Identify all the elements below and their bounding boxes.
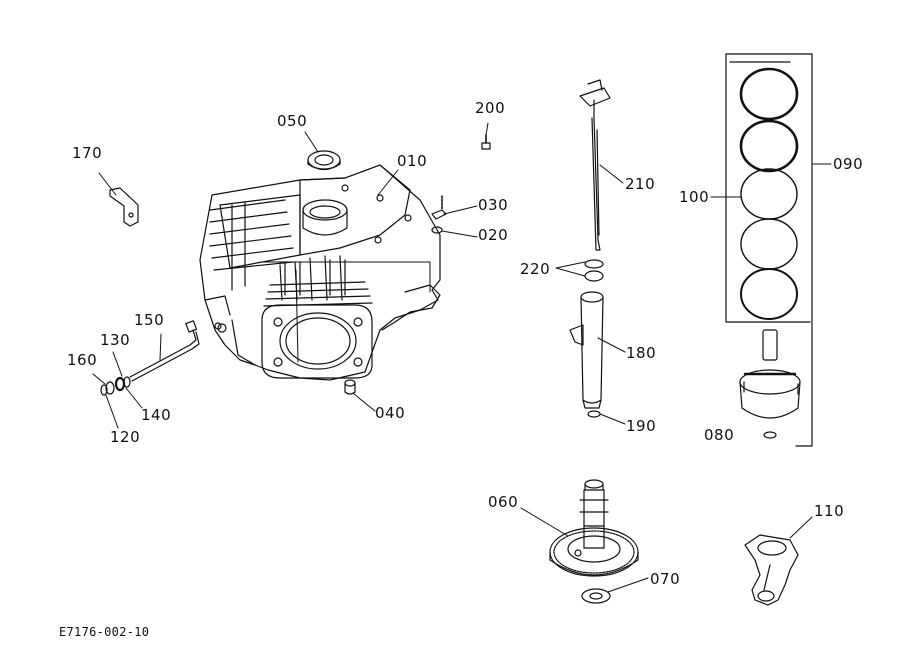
camshaft-gear-part-060 <box>549 479 639 577</box>
drawing-code: E7176-002-10 <box>59 625 150 639</box>
washer-part-020 <box>431 226 443 234</box>
label-090: 090 <box>833 155 864 173</box>
crankcase-part-010 <box>199 164 441 381</box>
screw-part-030 <box>431 195 447 220</box>
label-140: 140 <box>141 406 172 424</box>
bolt-part-120 <box>100 384 108 396</box>
label-110: 110 <box>814 502 845 520</box>
piston-ring-set-part-090 <box>725 53 813 447</box>
label-150: 150 <box>134 311 165 329</box>
label-120: 120 <box>110 428 141 446</box>
label-160: 160 <box>67 351 98 369</box>
bolt-part-200 <box>481 134 491 150</box>
label-210: 210 <box>625 175 656 193</box>
piston-part-080 <box>739 329 801 439</box>
o-ring-part-190 <box>587 410 601 418</box>
label-100: 100 <box>679 188 710 206</box>
label-220: 220 <box>520 260 551 278</box>
oil-seal-part-050 <box>307 150 341 171</box>
label-060: 060 <box>488 493 519 511</box>
ring-part-140 <box>114 376 126 392</box>
label-130: 130 <box>100 331 131 349</box>
label-010: 010 <box>397 152 428 170</box>
piston-rings-part-100 <box>739 67 799 320</box>
o-rings-part-220 <box>584 259 604 282</box>
bracket-part-170 <box>109 187 139 227</box>
guide-tube-part-180 <box>569 291 604 409</box>
plug-part-040 <box>344 379 356 395</box>
leader-lines <box>92 122 832 593</box>
label-170: 170 <box>72 144 103 162</box>
washer-part-160 <box>105 381 115 395</box>
connecting-rod-part-110 <box>744 534 799 606</box>
label-030: 030 <box>478 196 509 214</box>
label-200: 200 <box>475 99 506 117</box>
label-020: 020 <box>478 226 509 244</box>
label-070: 070 <box>650 570 681 588</box>
dipstick-part-210 <box>579 79 611 251</box>
label-190: 190 <box>626 417 657 435</box>
label-080: 080 <box>704 426 735 444</box>
pipe-part-150 <box>129 320 222 382</box>
label-050: 050 <box>277 112 308 130</box>
label-040: 040 <box>375 404 406 422</box>
label-180: 180 <box>626 344 657 362</box>
washer-part-070 <box>581 588 611 604</box>
